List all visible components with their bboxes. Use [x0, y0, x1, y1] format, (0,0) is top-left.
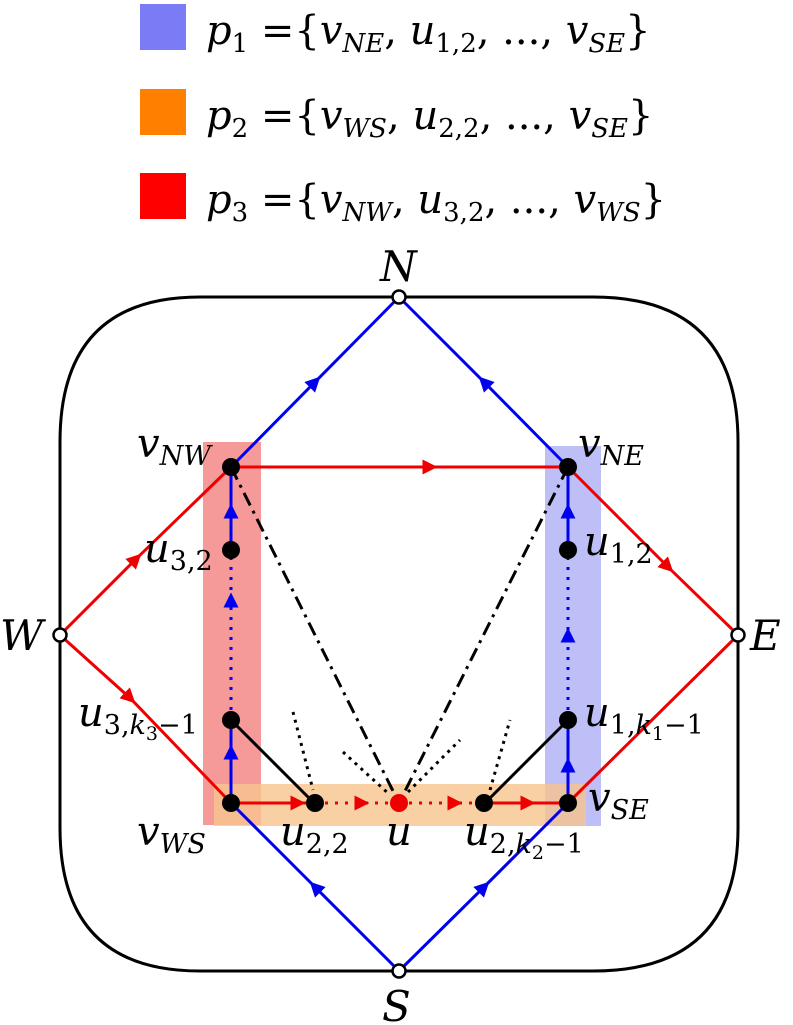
- legend-p1-u: u: [410, 8, 436, 54]
- vertices: [52, 289, 746, 979]
- vertex-u3k: [222, 711, 240, 729]
- legend-p2-v1: v: [320, 93, 343, 139]
- highlight-p1: [545, 446, 601, 826]
- vertex-vNW: [222, 458, 240, 476]
- edge-u3k-u22: [229, 718, 317, 806]
- black-edges: [229, 466, 570, 806]
- vertex-labels: N S W E vNW vNE vWS vSE u3,2 u1,2 u3,k3−…: [0, 242, 781, 1025]
- svg-text:p2 ={vWS, u2,2, ..., vSE}: p2 ={vWS, u2,2, ..., vSE}: [206, 93, 653, 144]
- edge-S-vSE: [397, 801, 570, 973]
- legend-p1-close: }: [625, 8, 650, 54]
- edge-vNE-N: [397, 295, 570, 469]
- label-u1k: u1,k1−1: [584, 690, 704, 745]
- legend-p1-sub: 1: [232, 29, 249, 59]
- legend-item-p3: p3 ={vNW, u3,2, ..., vWS}: [140, 173, 666, 228]
- edge-vNE-u-dashdot: [397, 466, 570, 804]
- legend-p2-dots: , ...,: [480, 93, 569, 139]
- legend-p3-sub: 3: [232, 198, 249, 228]
- vertex-u1k: [559, 711, 577, 729]
- legend-p1-v1: v: [320, 8, 343, 54]
- legend-p1-v2sub: SE: [588, 29, 625, 59]
- vertex-u: [390, 794, 408, 812]
- label-vNE: vNE: [578, 421, 644, 472]
- legend-swatch-p1: [140, 4, 186, 50]
- legend-item-p1: p1 ={vNE, u1,2, ..., vSE}: [140, 4, 651, 59]
- edge-vNW-u-dashdot: [229, 466, 401, 804]
- vertex-W: [52, 627, 68, 643]
- legend-swatch-p3: [140, 173, 186, 219]
- legend-p2-sub: 2: [232, 114, 249, 144]
- vertex-N: [391, 289, 407, 305]
- legend-p2-v2: v: [569, 93, 592, 139]
- edge-vSE-E: [566, 633, 740, 805]
- legend-item-p2: p2 ={vWS, u2,2, ..., vSE}: [140, 89, 653, 144]
- svg-text:p1 ={vNE, u1,2, ..., vSE}: p1 ={vNE, u1,2, ..., vSE}: [206, 8, 651, 59]
- outer-face-boundary: [58, 295, 740, 973]
- label-N: N: [379, 242, 418, 291]
- label-vWS: vWS: [137, 809, 206, 860]
- label-S: S: [382, 982, 411, 1025]
- label-E: E: [749, 611, 781, 660]
- edge-S-vWS: [229, 801, 401, 973]
- legend-p3-lhs: ={: [248, 177, 320, 223]
- label-u12: u1,2: [584, 519, 653, 570]
- label-vSE: vSE: [588, 775, 649, 826]
- legend-p1-lhs: ={: [248, 8, 320, 54]
- vertex-u32: [222, 541, 240, 559]
- legend: p1 ={vNE, u1,2, ..., vSE} p2 ={vWS, u2,2…: [140, 4, 666, 228]
- label-u3k: u3,k3−1: [78, 690, 198, 745]
- vertex-u22: [306, 794, 324, 812]
- legend-p1-name: p: [206, 8, 232, 54]
- label-u32: u3,2: [144, 526, 213, 577]
- legend-p2-u: u: [412, 93, 438, 139]
- legend-p3-usub: 3,2: [443, 198, 484, 228]
- red-edges: [58, 459, 740, 811]
- legend-p3-v2sub: WS: [596, 198, 641, 228]
- legend-p3-v1: v: [320, 177, 343, 223]
- vertex-E: [730, 627, 746, 643]
- label-vNW: vNW: [137, 421, 213, 472]
- edge-vNW-N: [229, 295, 401, 469]
- legend-p2-v1sub: WS: [342, 114, 387, 144]
- legend-p1-dots: , ...,: [477, 8, 566, 54]
- edge-vNE-E: [566, 465, 740, 637]
- label-u22: u2,2: [280, 809, 349, 860]
- legend-p2-lhs: ={: [248, 93, 320, 139]
- legend-p3-v1sub: NW: [341, 198, 394, 228]
- legend-p2-close: }: [628, 93, 653, 139]
- edge-u1k-u2k: [482, 718, 570, 806]
- blue-edges: [223, 295, 576, 973]
- legend-p3-dots: , ...,: [485, 177, 574, 223]
- legend-p3-close: }: [641, 177, 666, 223]
- legend-p2-v2sub: SE: [591, 114, 628, 144]
- legend-p3-u: u: [417, 177, 443, 223]
- legend-p3-v2: v: [574, 177, 597, 223]
- legend-p1-usub: 1,2: [435, 29, 476, 59]
- legend-p1-v2: v: [566, 8, 589, 54]
- vertex-vWS: [222, 794, 240, 812]
- edge-W-vWS: [58, 633, 233, 805]
- vertex-vSE: [559, 794, 577, 812]
- legend-p2-usub: 2,2: [438, 114, 479, 144]
- dotted-stub-1: [291, 711, 315, 791]
- legend-swatch-p2: [140, 89, 186, 135]
- legend-p1-v1sub: NE: [341, 29, 384, 59]
- vertex-vNE: [559, 458, 577, 476]
- label-u: u: [386, 809, 412, 855]
- label-u2k: u2,k2−1: [464, 809, 584, 864]
- svg-text:p3 ={vNW, u3,2, ..., vWS}: p3 ={vNW, u3,2, ..., vWS}: [206, 177, 666, 228]
- vertex-u2k: [475, 794, 493, 812]
- edge-W-vNW: [58, 465, 233, 637]
- vertex-S: [391, 963, 407, 979]
- vertex-u12: [559, 541, 577, 559]
- dotted-stub-2: [341, 750, 392, 797]
- legend-p2-name: p: [206, 93, 232, 139]
- label-W: W: [0, 611, 47, 660]
- legend-p3-name: p: [206, 177, 232, 223]
